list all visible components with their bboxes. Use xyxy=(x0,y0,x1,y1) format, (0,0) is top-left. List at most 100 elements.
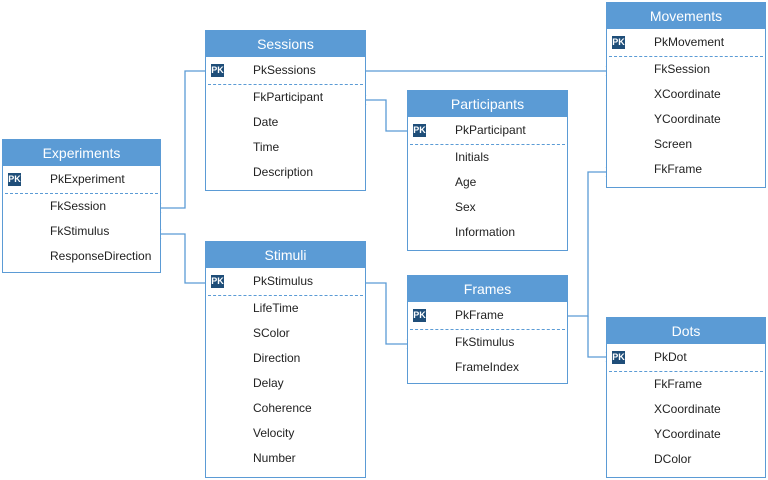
pk-row: PK PkMovement xyxy=(607,29,765,56)
field-row: Time xyxy=(206,135,365,160)
table-frames: Frames PK PkFrame FkStimulus FrameIndex xyxy=(407,275,568,384)
field-fksession: FkSession xyxy=(50,199,107,213)
field-information: Information xyxy=(455,225,516,239)
field-row: Sex xyxy=(408,195,567,220)
field-ycoordinate: YCoordinate xyxy=(654,112,721,126)
pk-badge: PK xyxy=(612,36,625,49)
table-experiments: Experiments PK PkExperiment FkSession Fk… xyxy=(2,139,161,273)
table-participants: Participants PK PkParticipant Initials A… xyxy=(407,90,568,251)
field-number: Number xyxy=(253,451,296,465)
field-scolor: SColor xyxy=(253,326,290,340)
field-row: Information xyxy=(408,220,567,245)
table-title: Participants xyxy=(408,91,567,117)
pk-badge: PK xyxy=(8,173,21,186)
field-direction: Direction xyxy=(253,351,301,365)
pk-badge: PK xyxy=(413,309,426,322)
table-title: Frames xyxy=(408,276,567,302)
table-title: Experiments xyxy=(3,140,160,166)
table-title: Sessions xyxy=(206,31,365,57)
field-row: XCoordinate xyxy=(607,397,765,422)
relationship-line xyxy=(568,171,606,317)
field-sex: Sex xyxy=(455,200,476,214)
table-title: Stimuli xyxy=(206,242,365,268)
field-pkstimulus: PkStimulus xyxy=(253,274,314,288)
field-fkframe: FkFrame xyxy=(654,377,702,391)
pk-badge: PK xyxy=(413,124,426,137)
pk-row: PK PkParticipant xyxy=(408,117,567,144)
field-dcolor: DColor xyxy=(654,452,692,466)
field-pkparticipant: PkParticipant xyxy=(455,123,526,137)
field-row: FkStimulus xyxy=(408,330,567,355)
field-row: Description xyxy=(206,160,365,185)
field-row: FkSession xyxy=(607,57,765,82)
pk-row: PK PkSessions xyxy=(206,57,365,84)
field-coherence: Coherence xyxy=(253,401,312,415)
field-row: Date xyxy=(206,110,365,135)
field-pkdot: PkDot xyxy=(654,350,687,364)
relationship-line xyxy=(587,316,606,358)
field-row: Age xyxy=(408,170,567,195)
relationship-line xyxy=(161,233,205,284)
field-initials: Initials xyxy=(455,150,490,164)
pk-row: PK PkDot xyxy=(607,344,765,371)
field-row: Delay xyxy=(206,371,365,396)
field-row: YCoordinate xyxy=(607,107,765,132)
separator xyxy=(609,371,763,372)
field-responsedirection: ResponseDirection xyxy=(50,249,152,263)
field-row: DColor xyxy=(607,447,765,472)
field-row: FkFrame xyxy=(607,157,765,182)
field-row: LifeTime xyxy=(206,296,365,321)
field-pkframe: PkFrame xyxy=(455,308,504,322)
relationship-line xyxy=(366,99,407,132)
field-fksession: FkSession xyxy=(654,62,711,76)
field-row: ResponseDirection xyxy=(3,244,160,269)
separator xyxy=(208,295,363,296)
field-row: Screen xyxy=(607,132,765,157)
relationship-line xyxy=(161,70,205,209)
field-description: Description xyxy=(253,165,314,179)
field-row: FkStimulus xyxy=(3,219,160,244)
separator xyxy=(410,329,565,330)
field-row: YCoordinate xyxy=(607,422,765,447)
field-frameindex: FrameIndex xyxy=(455,360,520,374)
field-date: Date xyxy=(253,115,279,129)
pk-row: PK PkStimulus xyxy=(206,268,365,295)
field-velocity: Velocity xyxy=(253,426,295,440)
table-title: Dots xyxy=(607,318,765,344)
relationship-line xyxy=(366,282,407,345)
field-row: FkFrame xyxy=(607,372,765,397)
field-xcoordinate: XCoordinate xyxy=(654,402,721,416)
field-ycoordinate: YCoordinate xyxy=(654,427,721,441)
field-row: Direction xyxy=(206,346,365,371)
pk-badge: PK xyxy=(211,275,224,288)
separator xyxy=(5,193,158,194)
separator xyxy=(609,56,763,57)
table-title: Movements xyxy=(607,3,765,29)
field-time: Time xyxy=(253,140,280,154)
pk-badge: PK xyxy=(612,351,625,364)
field-age: Age xyxy=(455,175,477,189)
separator xyxy=(410,144,565,145)
field-pkmovement: PkMovement xyxy=(654,35,725,49)
field-pksessions: PkSessions xyxy=(253,63,316,77)
field-pkexperiment: PkExperiment xyxy=(50,172,125,186)
pk-badge: PK xyxy=(211,64,224,77)
field-fkstimulus: FkStimulus xyxy=(455,335,515,349)
field-delay: Delay xyxy=(253,376,284,390)
field-lifetime: LifeTime xyxy=(253,301,299,315)
table-stimuli: Stimuli PK PkStimulus LifeTime SColor Di… xyxy=(205,241,366,478)
field-row: Coherence xyxy=(206,396,365,421)
field-row: FrameIndex xyxy=(408,355,567,380)
table-sessions: Sessions PK PkSessions FkParticipant Dat… xyxy=(205,30,366,191)
field-row: XCoordinate xyxy=(607,82,765,107)
field-fkframe: FkFrame xyxy=(654,162,702,176)
field-row: Number xyxy=(206,446,365,471)
field-row: SColor xyxy=(206,321,365,346)
field-screen: Screen xyxy=(654,137,693,151)
field-row: Initials xyxy=(408,145,567,170)
table-movements: Movements PK PkMovement FkSession XCoord… xyxy=(606,2,766,188)
field-xcoordinate: XCoordinate xyxy=(654,87,721,101)
field-fkstimulus: FkStimulus xyxy=(50,224,110,238)
table-dots: Dots PK PkDot FkFrame XCoordinate YCoord… xyxy=(606,317,766,478)
field-fkparticipant: FkParticipant xyxy=(253,90,324,104)
